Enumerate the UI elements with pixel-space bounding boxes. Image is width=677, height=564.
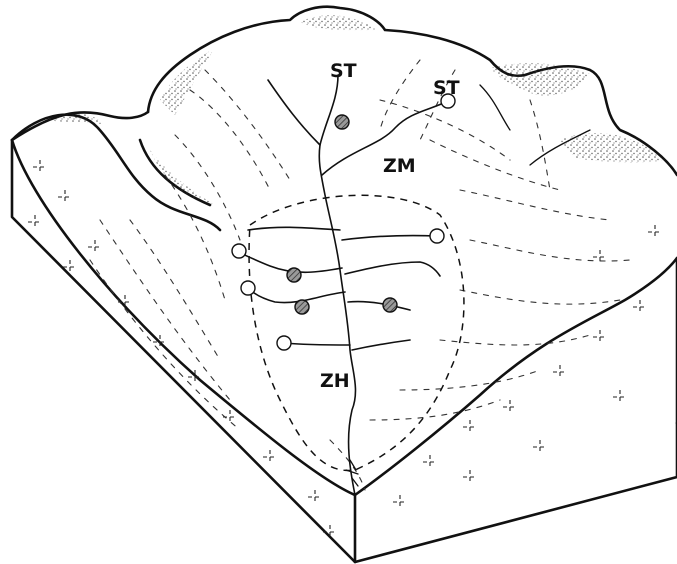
open-wells (232, 94, 455, 350)
open-well-icon (241, 281, 255, 295)
block-sides (12, 115, 677, 562)
hatched-well-icon (295, 300, 309, 314)
open-well-icon (277, 336, 291, 350)
contour-lines (90, 60, 630, 490)
label-zm: ZM (383, 155, 416, 177)
label-zh: ZH (320, 370, 350, 392)
ridge-texture (45, 15, 665, 205)
stream-network (238, 75, 448, 495)
label-st-left: ST (330, 60, 357, 82)
hatched-well-icon (335, 115, 349, 129)
block-side-texture (28, 160, 662, 539)
label-st-right: ST (433, 77, 460, 99)
hatched-well-icon (383, 298, 397, 312)
open-well-icon (430, 229, 444, 243)
open-well-icon (232, 244, 246, 258)
hatched-well-icon (287, 268, 301, 282)
